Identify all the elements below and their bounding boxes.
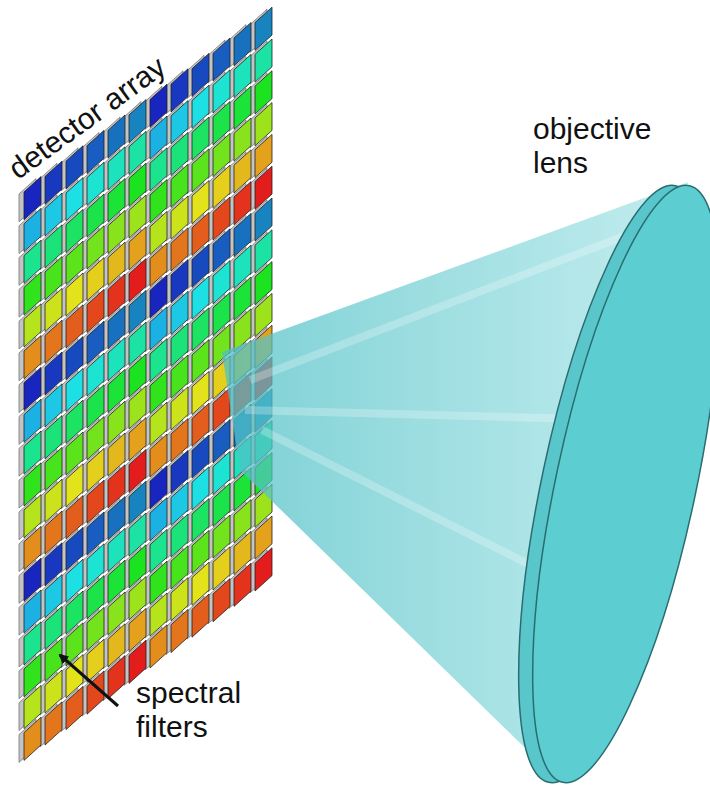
filter-cell [255,548,272,591]
lens-label: objective lens [533,112,703,179]
filter-cell [150,625,167,668]
filter-cell [213,579,230,622]
objective-lens [480,171,710,795]
filter-cell [192,594,209,637]
filter-cell [45,702,62,745]
filter-cell [171,609,188,652]
filter-cell [234,563,251,606]
filter-cell [108,656,125,699]
filter-cell [24,717,41,760]
leader-arrow [60,655,118,706]
filter-cell [66,686,83,729]
filter-label: spectral filters [136,676,306,743]
